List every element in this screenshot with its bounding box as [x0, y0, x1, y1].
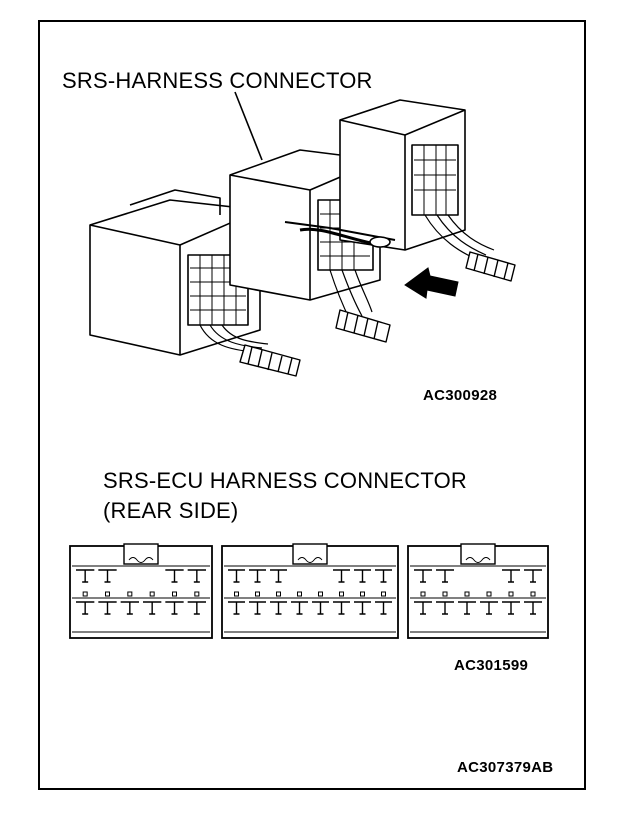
terminal-cavity — [458, 601, 476, 615]
pin-dot — [149, 591, 155, 597]
connector-block-right — [339, 99, 466, 251]
terminal-cavity — [270, 569, 287, 583]
terminal-cavity — [414, 601, 432, 615]
terminal-cavity — [228, 601, 245, 615]
pin-dot — [82, 591, 88, 597]
terminal-cavity — [375, 601, 392, 615]
wire-bundles — [199, 214, 495, 353]
terminal-cavity — [270, 601, 287, 615]
terminal-cavity — [165, 601, 184, 615]
terminal-cavity — [98, 569, 117, 583]
pin-dot — [442, 591, 448, 597]
terminal-cavity — [436, 569, 454, 583]
terminal-cavity — [249, 569, 266, 583]
figure-id-top: AC300928 — [423, 387, 498, 404]
figure-id-page: AC307379AB — [457, 759, 554, 776]
pin-dot — [420, 591, 426, 597]
pin-dot — [297, 591, 302, 597]
terminal-cavity — [502, 601, 520, 615]
pin-dot — [530, 591, 536, 597]
terminal-cavity — [187, 601, 206, 615]
pin-dot — [360, 591, 365, 597]
pin-dot — [508, 591, 514, 597]
pin-dot — [318, 591, 323, 597]
pin-dot — [127, 591, 133, 597]
terminal-cavity — [228, 569, 245, 583]
ecu-connector-1 — [69, 543, 213, 639]
ecu-connector-label: SRS-ECU HARNESS CONNECTOR — [103, 468, 467, 493]
figure-id-bottom: AC301599 — [454, 657, 529, 674]
terminal-cavity — [524, 569, 542, 583]
terminal-cavity — [354, 569, 371, 583]
latch-wave — [297, 557, 323, 563]
pin-dot — [464, 591, 470, 597]
terminal-cavity — [436, 601, 454, 615]
ecu-connector-sublabel: (REAR SIDE) — [103, 498, 239, 523]
latch-tab — [123, 543, 159, 565]
ecu-connector-2 — [221, 543, 399, 639]
terminal-cavity — [98, 601, 117, 615]
pin-dot — [105, 591, 110, 597]
terminal-cavity — [414, 569, 432, 583]
pin-dot — [339, 591, 344, 597]
terminal-cavity — [502, 569, 520, 583]
harness-connector-label: SRS-HARNESS CONNECTOR — [62, 68, 373, 93]
terminal-cavity — [333, 601, 350, 615]
terminal-cavity — [187, 569, 206, 583]
terminal-cavity — [291, 601, 308, 615]
terminal-cavity — [333, 569, 350, 583]
terminal-cavity — [480, 601, 498, 615]
arrow-icon — [404, 267, 459, 299]
ecu-connector-3 — [407, 543, 549, 639]
terminal-cavity — [76, 601, 95, 615]
latch-wave — [128, 557, 154, 563]
pin-dot — [276, 591, 281, 597]
pin-dot — [486, 591, 492, 597]
latch-tab — [460, 543, 496, 565]
terminal-cavity — [76, 569, 95, 583]
terminal-cavity — [249, 601, 266, 615]
leader-line — [234, 91, 263, 161]
terminal-cavity — [375, 569, 392, 583]
probe — [284, 221, 396, 248]
pin-dot — [234, 591, 239, 597]
figure-frame — [38, 20, 586, 790]
pin-dot — [255, 591, 260, 597]
corrugated-tubes — [239, 251, 516, 377]
pin-dot — [381, 591, 386, 597]
pin-dot — [194, 591, 200, 597]
terminal-cavity — [165, 569, 184, 583]
terminal-cavity — [354, 601, 371, 615]
latch-wave — [465, 557, 491, 563]
terminal-cavity — [524, 601, 542, 615]
terminal-cavity — [120, 601, 139, 615]
latch-tab — [292, 543, 328, 565]
terminal-cavity — [312, 601, 329, 615]
terminal-cavity — [143, 601, 162, 615]
pin-dot — [172, 591, 177, 597]
